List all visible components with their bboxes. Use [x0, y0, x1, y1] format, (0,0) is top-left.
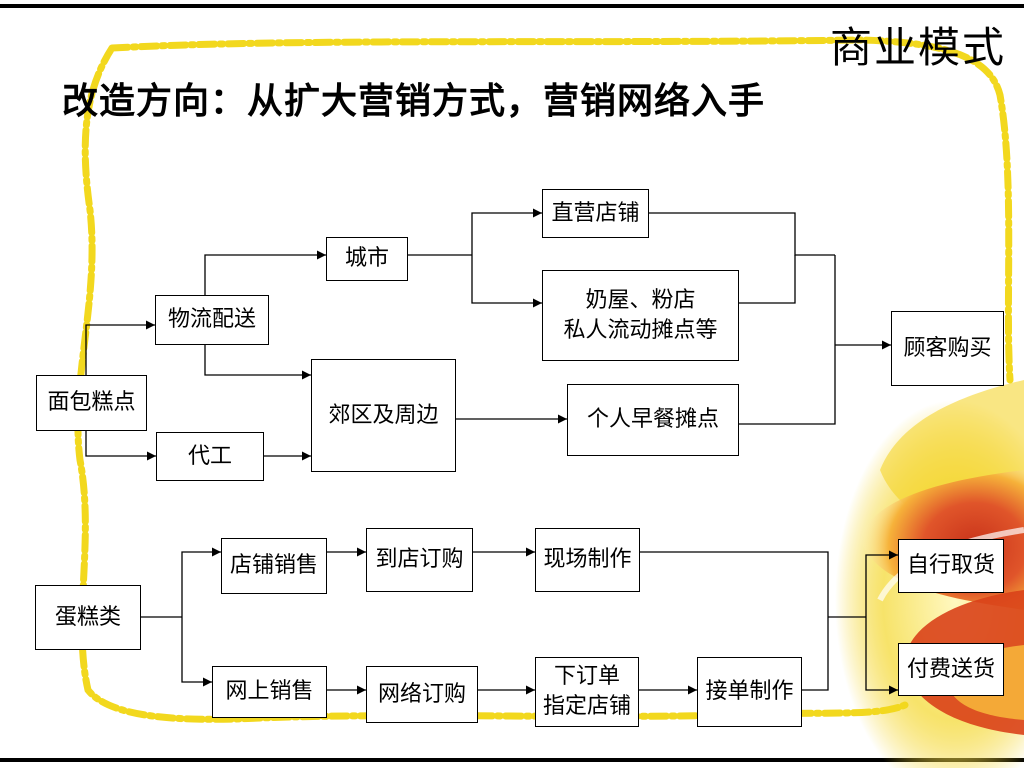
node-paid-delivery: 付费送货 — [898, 643, 1004, 696]
node-oem: 代工 — [156, 432, 264, 481]
node-store-sales: 店铺销售 — [221, 538, 327, 594]
corner-label: 商业模式 — [829, 23, 1006, 72]
arrow-city-to-direct-store — [471, 208, 542, 255]
node-label: 接单制作 — [705, 679, 794, 704]
node-label: 城市 — [344, 246, 389, 271]
node-self-pickup: 自行取货 — [898, 539, 1004, 593]
node-suburb: 郊区及周边 — [311, 359, 456, 472]
node-cake: 蛋糕类 — [35, 585, 141, 650]
node-label: 自行取货 — [906, 553, 995, 578]
line-accept-make-merge — [802, 617, 829, 691]
node-net-order: 网络订购 — [366, 666, 478, 723]
node-bread: 面包糕点 — [36, 375, 147, 431]
arrow-bread-to-oem — [85, 430, 156, 461]
node-city: 城市 — [326, 237, 408, 281]
node-label: 物流配送 — [167, 307, 256, 332]
node-label-line1: 奶屋、粉店 — [585, 287, 696, 313]
node-store-order: 到店订购 — [366, 528, 473, 592]
arrow-logistics-to-suburb — [204, 345, 311, 380]
arrow-to-paid-delivery — [865, 617, 898, 695]
node-label: 直营店铺 — [551, 200, 640, 226]
node-milk-shop: 奶屋、粉店私人流动摊点等 — [542, 270, 739, 361]
line-live-make-merge — [640, 551, 829, 617]
node-place-order: 下订单指定店铺 — [535, 657, 639, 727]
line-milk-shop-merge — [739, 255, 796, 304]
node-label: 个人早餐摊点 — [586, 407, 719, 432]
arrow-city-to-milk-shop — [471, 255, 542, 308]
node-label: 网络订购 — [377, 681, 466, 707]
node-customer: 顾客购买 — [891, 311, 1004, 386]
node-label: 面包糕点 — [47, 390, 136, 415]
node-logistics: 物流配送 — [155, 295, 269, 345]
arrow-to-self-pickup — [865, 550, 898, 617]
slide-headline: 改造方向：从扩大营销方式，营销网络入手 — [62, 81, 766, 122]
node-label-line2: 指定店铺 — [542, 694, 631, 719]
node-label: 现场制作 — [543, 547, 632, 572]
node-live-make: 现场制作 — [535, 528, 640, 592]
line-direct-store-merge — [649, 212, 835, 256]
node-label: 顾客购买 — [903, 335, 992, 361]
node-label-line1: 下订单 — [553, 664, 620, 689]
node-label: 蛋糕类 — [54, 604, 121, 630]
arrow-cake-to-online-sales — [181, 617, 212, 687]
line-breakfast-merge — [739, 255, 836, 425]
arrow-bread-to-logistics — [85, 320, 155, 375]
node-label: 到店订购 — [375, 547, 464, 572]
node-direct-store: 直营店铺 — [542, 189, 649, 238]
node-breakfast: 个人早餐摊点 — [567, 384, 739, 456]
node-label: 代工 — [187, 443, 232, 469]
top-rule — [0, 4, 1024, 8]
bottom-rule — [0, 758, 1024, 762]
node-label-line2: 私人流动摊点等 — [563, 317, 718, 343]
node-label: 付费送货 — [906, 656, 995, 682]
node-label: 郊区及周边 — [328, 402, 439, 428]
node-accept-make: 接单制作 — [697, 657, 802, 727]
arrow-cake-to-store-sales — [181, 547, 221, 617]
arrow-logistics-to-city — [204, 250, 326, 295]
node-label: 网上销售 — [225, 679, 314, 704]
node-label: 店铺销售 — [229, 553, 318, 578]
node-online-sales: 网上销售 — [212, 666, 327, 718]
